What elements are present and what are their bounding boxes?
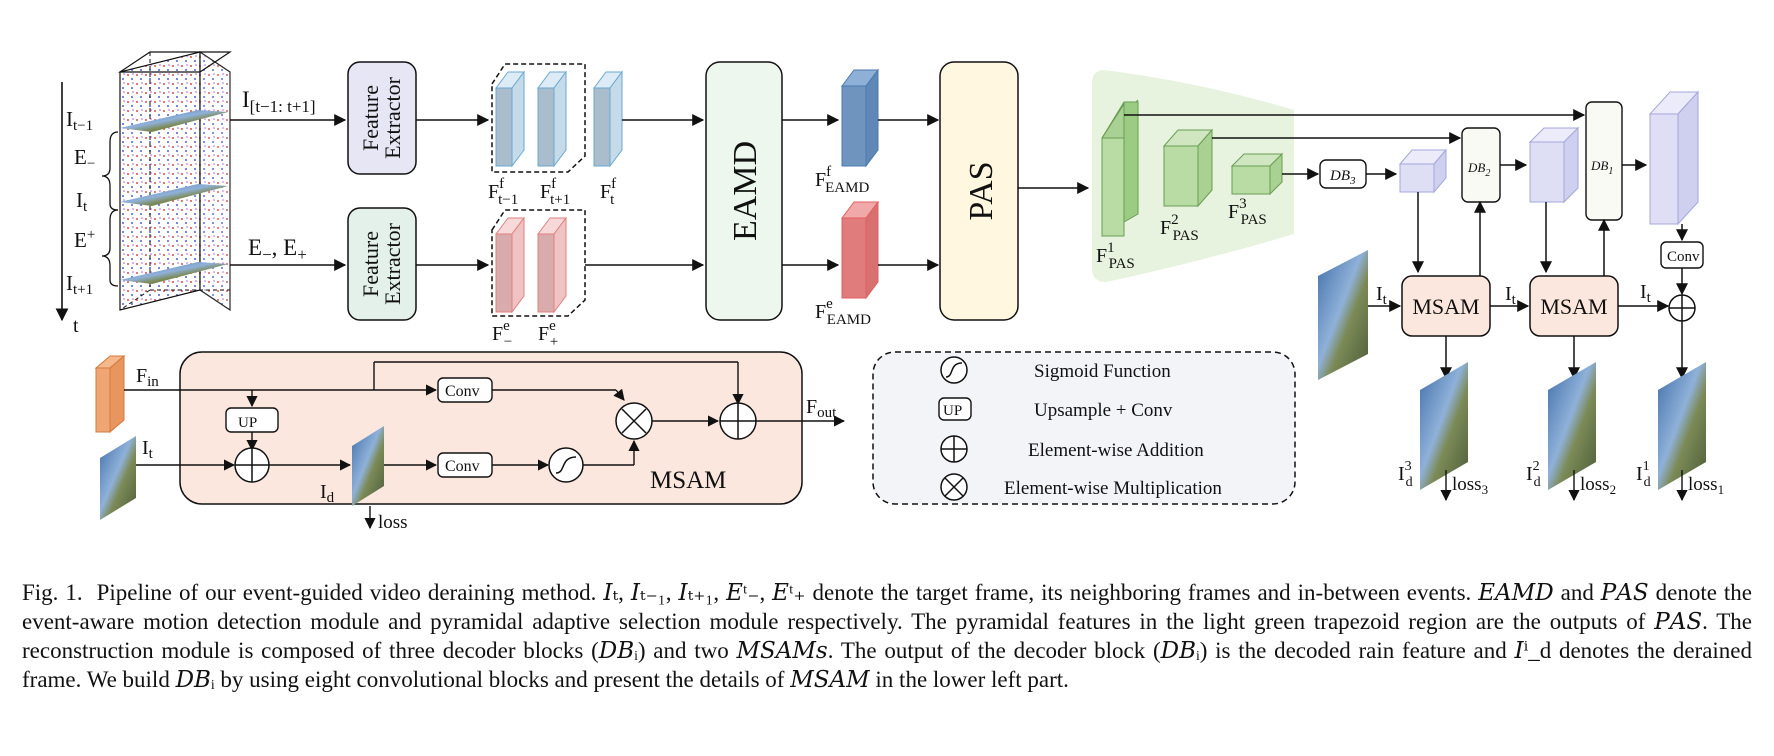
svg-text:Element-wise Addition: Element-wise Addition xyxy=(1028,440,1204,461)
svg-text:Feature: Feature xyxy=(358,85,383,151)
pipeline-diagram: It−1 E− It E+ It+1 t I[t−1: t+1] E−, E+ … xyxy=(55,50,1724,533)
label-i-next: It+1 xyxy=(66,271,93,298)
caption-fig-label: Fig. 1. xyxy=(22,580,83,605)
svg-text:DB3: DB3 xyxy=(1329,168,1356,187)
svg-text:loss2: loss2 xyxy=(1580,474,1616,497)
svg-text:I3d: I3d xyxy=(1398,459,1413,490)
sigmoid-icon xyxy=(940,356,968,384)
svg-text:UP: UP xyxy=(238,415,257,431)
db3-block: DB3 xyxy=(1319,159,1367,189)
feature-cube-2 xyxy=(1528,126,1580,204)
feature-extractor-top: Feature Extractor xyxy=(347,61,417,175)
bottom-input-label: E−, E+ xyxy=(248,235,307,264)
svg-text:loss1: loss1 xyxy=(1688,474,1724,497)
msam-detail: Fin UP Conv Fout It Id xyxy=(94,351,846,533)
msam-block-1: MSAM xyxy=(1401,275,1491,337)
svg-text:Sigmoid Function: Sigmoid Function xyxy=(1034,361,1171,382)
svg-text:DB2: DB2 xyxy=(1467,160,1490,179)
label-f-e-minus: Fe− xyxy=(492,318,512,350)
db1-block: DB1 xyxy=(1585,101,1623,221)
svg-text:MSAM: MSAM xyxy=(1540,294,1607,319)
label-i-prev: It−1 xyxy=(66,107,93,134)
label-f-e-plus: Fe+ xyxy=(538,318,558,350)
svg-text:Conv: Conv xyxy=(445,458,480,475)
label-e-plus: E+ xyxy=(74,227,95,252)
eamd-block: EAMD xyxy=(705,61,783,321)
up-icon: UP xyxy=(938,397,972,421)
event-volume: It−1 E− It E+ It+1 t xyxy=(55,50,232,337)
svg-text:PAS: PAS xyxy=(963,161,1000,220)
pas-block: PAS xyxy=(939,61,1019,321)
feature-cube-3 xyxy=(1648,90,1700,226)
label-time: t xyxy=(73,315,79,337)
svg-text:Feature: Feature xyxy=(358,231,383,297)
legend: Sigmoid Function UP Upsample + Conv Elem… xyxy=(872,351,1296,505)
svg-text:MSAM: MSAM xyxy=(1412,294,1479,319)
svg-text:EAMD: EAMD xyxy=(727,141,764,241)
label-it-2: It xyxy=(1505,283,1517,308)
figure-caption: Fig. 1. Pipeline of our event-guided vid… xyxy=(22,578,1752,694)
feature-cube-1 xyxy=(1398,148,1448,194)
label-i-t: It xyxy=(76,188,88,215)
msam-block-2: MSAM xyxy=(1529,275,1619,337)
svg-text:I1d: I1d xyxy=(1636,459,1651,490)
svg-text:loss3: loss3 xyxy=(1452,474,1488,497)
svg-text:Element-wise Multiplication: Element-wise Multiplication xyxy=(1004,478,1222,499)
db2-block: DB2 xyxy=(1461,127,1501,203)
svg-text:It: It xyxy=(142,437,154,462)
label-e-minus: E− xyxy=(74,145,95,172)
event-features: Fe− Fe+ xyxy=(491,209,586,350)
svg-text:Upsample + Conv: Upsample + Conv xyxy=(1034,400,1173,421)
svg-text:Fin: Fin xyxy=(136,365,159,390)
svg-text:Fout: Fout xyxy=(806,396,837,421)
times-circle-icon xyxy=(940,473,968,501)
svg-text:I2d: I2d xyxy=(1526,459,1541,490)
svg-text:Conv: Conv xyxy=(1667,249,1700,265)
final-add-node xyxy=(1668,294,1696,322)
top-input-label: I[t−1: t+1] xyxy=(242,87,316,116)
label-it-1: It xyxy=(1376,283,1388,308)
svg-text:Conv: Conv xyxy=(445,383,480,400)
svg-text:loss: loss xyxy=(378,512,408,533)
input-image-it xyxy=(1318,250,1368,380)
svg-text:Extractor: Extractor xyxy=(380,76,405,159)
feature-extractor-bottom: Feature Extractor xyxy=(347,207,417,321)
svg-text:MSAM: MSAM xyxy=(650,467,726,494)
caption-text: Pipeline of our event-guided video derai… xyxy=(22,580,1753,692)
conv-block-final: Conv xyxy=(1660,241,1704,269)
plus-circle-icon xyxy=(940,435,968,463)
svg-text:Extractor: Extractor xyxy=(380,222,405,305)
svg-text:UP: UP xyxy=(943,403,962,419)
label-it-3: It xyxy=(1640,281,1652,306)
svg-text:DB1: DB1 xyxy=(1590,158,1613,177)
svg-text:Id: Id xyxy=(320,481,335,506)
